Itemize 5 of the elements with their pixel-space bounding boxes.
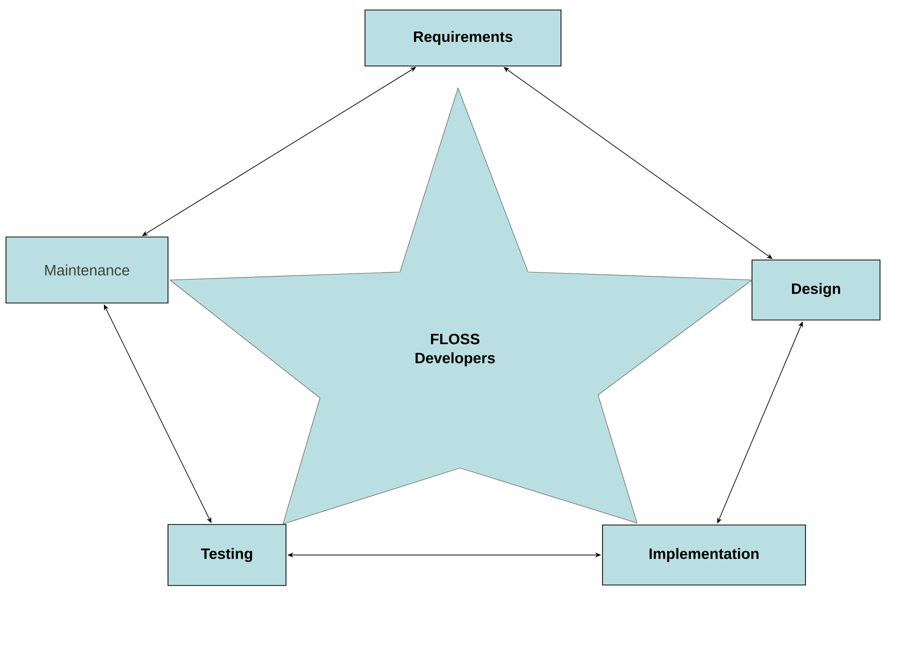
process-box: Maintenance xyxy=(6,236,168,304)
process-box: Requirements xyxy=(364,10,562,66)
process-box: Testing xyxy=(168,524,286,586)
process-box: Design xyxy=(752,260,880,320)
process-box: Implementation xyxy=(602,524,806,586)
